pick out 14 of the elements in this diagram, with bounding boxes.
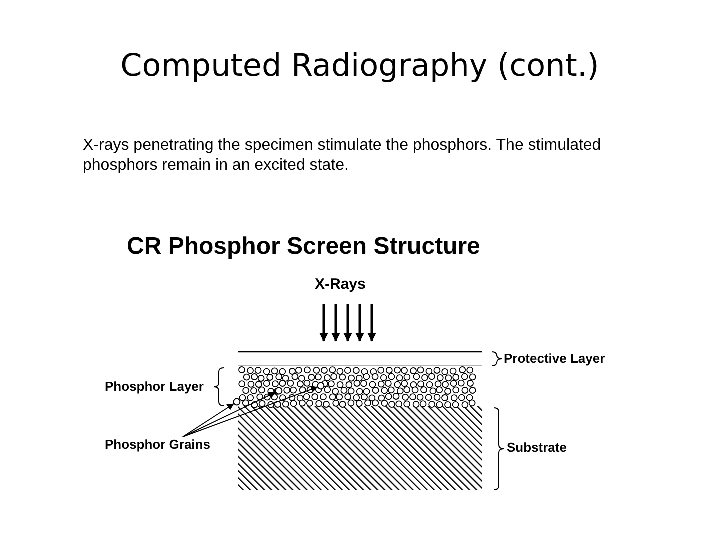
phosphor-grain [233, 398, 241, 406]
leader-line [182, 403, 235, 438]
phosphor-grains-label: Phosphor Grains [105, 437, 210, 452]
xrays-label: X-Rays [315, 276, 366, 293]
substrate-label: Substrate [507, 440, 567, 455]
protective-layer-label: Protective Layer [504, 351, 606, 366]
figure-title: CR Phosphor Screen Structure [127, 233, 480, 261]
leader-line [182, 392, 277, 438]
phosphor-grain [275, 387, 283, 395]
leader-line [182, 386, 318, 438]
phosphor-grain [317, 382, 325, 390]
description-paragraph: X-rays penetrating the specimen stimulate the phosphors. The stimulated phosphors remain in an excited state. [83, 136, 602, 176]
slide-title: Computed Radiography (cont.) [120, 48, 600, 84]
phosphor-layer-label: Phosphor Layer [105, 379, 204, 394]
